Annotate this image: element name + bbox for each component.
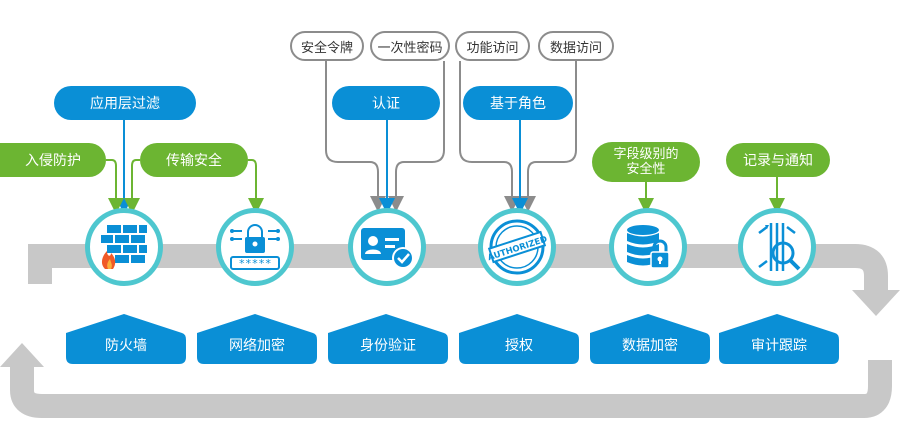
firewall-icon: [101, 225, 147, 269]
stage-circle-network-encryption: *****: [216, 208, 294, 286]
pill-field-level-security: 字段级别的 安全性: [592, 142, 700, 182]
stage-label-network-encryption: 网络加密: [229, 338, 285, 354]
network-lock-icon: *****: [230, 224, 280, 270]
pill-role-based: 基于角色: [463, 86, 573, 120]
pill-field-level-security-line2: 安全性: [626, 162, 666, 177]
green-connectors: [106, 159, 785, 214]
pill-field-level-security-line1: 字段级别的: [613, 147, 679, 162]
pill-record-and-notify: 记录与通知: [726, 143, 830, 177]
stage-circle-authentication: [348, 208, 426, 286]
pill-app-layer-filter: 应用层过滤: [54, 86, 196, 120]
top-source-connectors: [325, 61, 577, 212]
database-lock-icon: [627, 225, 670, 269]
stage-circle-audit-trail: [738, 208, 816, 286]
stage-circle-firewall: [85, 208, 163, 286]
pill-intrusion-protection: 入侵防护: [0, 143, 106, 177]
loop-arrow-right: [852, 290, 900, 316]
stage-label-firewall: 防火墙: [105, 338, 147, 354]
loop-band: [10, 243, 892, 418]
stage-label-shapes: [66, 314, 839, 364]
pill-authentication: 认证: [332, 86, 440, 120]
blue-connectors: [116, 118, 528, 214]
audit-magnifier-icon: [758, 223, 801, 271]
password-mask: *****: [238, 257, 271, 270]
authorized-stamp-icon: AUTHORIZED: [487, 219, 548, 275]
pill-transmission-security: 传输安全: [140, 143, 248, 177]
stage-label-authentication: 身份验证: [360, 338, 416, 354]
stage-label-authorization: 授权: [505, 338, 533, 354]
source-data-access: 数据访问: [538, 31, 614, 61]
source-security-token: 安全令牌: [290, 31, 364, 61]
stage-label-audit-trail: 审计跟踪: [751, 338, 807, 354]
stage-label-data-encryption: 数据加密: [622, 338, 678, 354]
source-function-access: 功能访问: [455, 31, 530, 61]
source-one-time-password: 一次性密码: [370, 31, 450, 61]
id-card-check-icon: [361, 228, 414, 269]
stage-circle-authorization: AUTHORIZED: [478, 208, 556, 286]
stage-circle-data-encryption: [609, 208, 687, 286]
loop-arrow-left: [0, 343, 44, 367]
